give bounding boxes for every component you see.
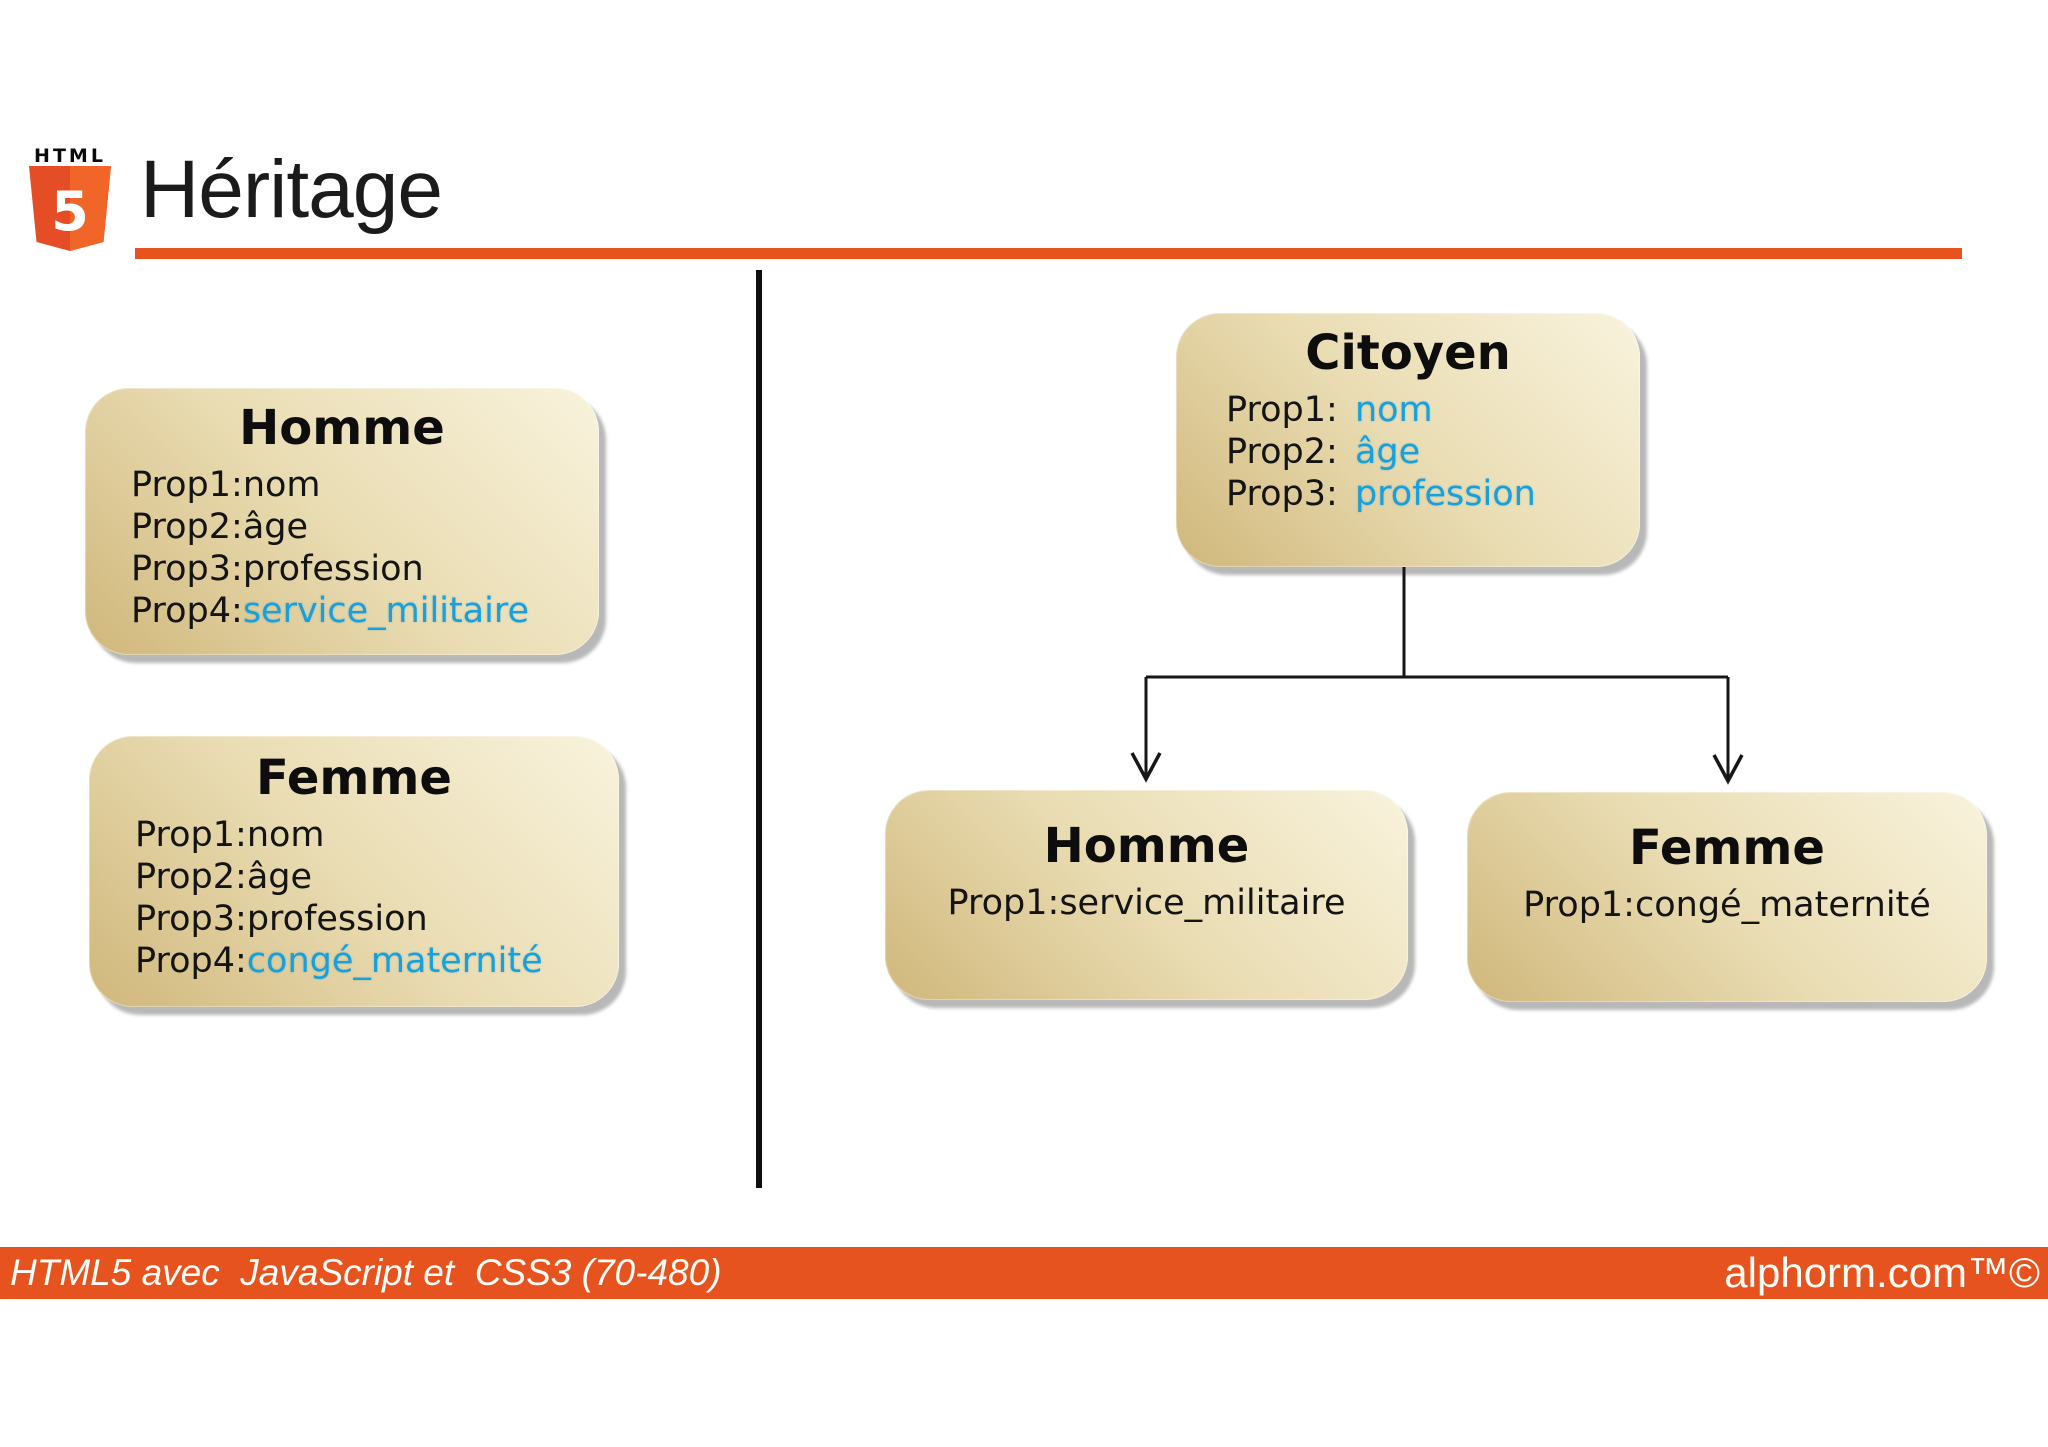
arrow-down-icon [1130, 752, 1162, 783]
class-box-femme-right: Femme Prop1:congé_maternité [1467, 792, 1987, 1002]
property-value: nom [1354, 390, 1433, 430]
property-list: Prop1:nom Prop2:âge Prop3:profession Pro… [135, 814, 619, 982]
property-line: Prop2:âge [131, 506, 599, 548]
property-value: nom [242, 465, 321, 505]
footer-course-label: HTML5 avec JavaScript et CSS3 (70-480) [10, 1252, 722, 1293]
property-line: Prop1:service_militaire [885, 882, 1408, 924]
property-value: congé_maternité [1634, 885, 1931, 925]
property-line: Prop1:congé_maternité [1467, 884, 1987, 926]
property-value: congé_maternité [246, 941, 543, 981]
property-line: Prop4:congé_maternité [135, 940, 619, 982]
html5-logo-wordmark: HTML [34, 145, 106, 167]
class-box-femme-left: Femme Prop1:nom Prop2:âge Prop3:professi… [89, 736, 619, 1007]
property-line: Prop3:profession [135, 898, 619, 940]
footer-brand: alphorm.com™© [1724, 1249, 2040, 1296]
property-line: Prop2: âge [1226, 431, 1640, 473]
class-box-title: Citoyen [1305, 325, 1511, 381]
property-line: Prop2:âge [135, 856, 619, 898]
property-label: Prop2: [135, 857, 247, 897]
page-title: Héritage [140, 144, 443, 235]
property-value: profession [242, 549, 424, 589]
class-box-title: Homme [239, 400, 445, 456]
property-label: Prop1: [135, 815, 247, 855]
property-label: Prop3: [1226, 474, 1349, 514]
property-list: Prop1:nom Prop2:âge Prop3:profession Pro… [131, 464, 599, 632]
property-value: service_militaire [1059, 883, 1346, 923]
property-label: Prop4: [131, 591, 243, 631]
property-label: Prop1: [947, 883, 1060, 923]
property-line: Prop3: profession [1226, 473, 1640, 515]
property-label: Prop3: [135, 899, 247, 939]
property-label: Prop3: [131, 549, 243, 589]
html5-logo: HTML 5 [28, 146, 112, 254]
property-value: profession [246, 899, 428, 939]
property-line: Prop1: nom [1226, 389, 1640, 431]
property-list: Prop1:service_militaire [885, 882, 1408, 924]
html5-logo-numeral: 5 [51, 180, 89, 243]
property-value: nom [246, 815, 325, 855]
arrow-down-icon [1712, 754, 1744, 785]
property-label: Prop2: [1226, 432, 1349, 472]
property-list: Prop1: nom Prop2: âge Prop3: profession [1226, 389, 1640, 515]
panel-divider [756, 270, 762, 1188]
html5-shield-icon: 5 [29, 166, 111, 251]
title-underline [135, 248, 1962, 259]
class-box-title: Homme [1043, 818, 1250, 874]
property-line: Prop1:nom [131, 464, 599, 506]
property-label: Prop1: [131, 465, 243, 505]
footer-bar: HTML5 avec JavaScript et CSS3 (70-480) a… [0, 1247, 2048, 1299]
property-value: âge [242, 507, 309, 547]
property-value: service_militaire [242, 591, 529, 631]
property-line: Prop3:profession [131, 548, 599, 590]
property-value: âge [1354, 432, 1421, 472]
property-label: Prop1: [1523, 885, 1635, 925]
property-value: âge [246, 857, 313, 897]
property-label: Prop4: [135, 941, 247, 981]
property-label: Prop2: [131, 507, 243, 547]
connector-lines [1144, 567, 1730, 778]
class-box-homme-right: Homme Prop1:service_militaire [885, 790, 1408, 1000]
class-box-homme-left: Homme Prop1:nom Prop2:âge Prop3:professi… [85, 388, 599, 655]
property-list: Prop1:congé_maternité [1467, 884, 1987, 926]
property-line: Prop1:nom [135, 814, 619, 856]
property-label: Prop1: [1226, 390, 1349, 430]
property-value: profession [1354, 474, 1536, 514]
property-line: Prop4:service_militaire [131, 590, 599, 632]
class-box-citoyen: Citoyen Prop1: nom Prop2: âge Prop3: pro… [1176, 313, 1640, 567]
class-box-title: Femme [1629, 820, 1825, 876]
class-box-title: Femme [256, 750, 452, 806]
